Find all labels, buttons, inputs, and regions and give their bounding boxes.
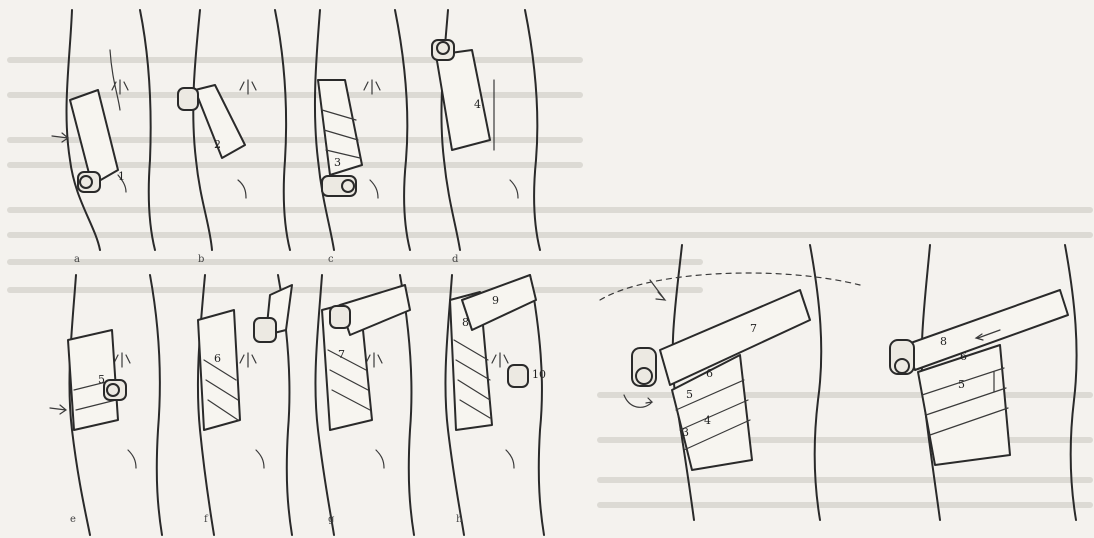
svg-text:a: a	[74, 254, 80, 265]
figure-i-number-3: 3	[682, 426, 689, 439]
svg-text:b: b	[198, 254, 204, 265]
figure-a-number: 1	[118, 170, 125, 183]
figure-j-number-5: 5	[958, 378, 965, 391]
svg-text:f: f	[204, 514, 209, 525]
svg-text:h: h	[456, 514, 463, 525]
figure-i-number-7: 7	[750, 322, 757, 335]
figure-h-number-9: 9	[492, 294, 499, 307]
figure-i-number-6: 6	[706, 367, 713, 380]
figure-b-number: 2	[214, 138, 221, 151]
svg-text:d: d	[452, 254, 459, 265]
figure-f-number: 6	[214, 352, 221, 365]
svg-text:e: e	[70, 514, 76, 525]
figure-i-number-5: 5	[686, 388, 693, 401]
figure-g: 7 g	[315, 275, 414, 535]
figure-i-number-4: 4	[704, 414, 711, 427]
figure-d-number: 4	[474, 98, 481, 111]
figure-f: 6 f	[198, 275, 292, 535]
figure-j-number-8: 8	[940, 335, 947, 348]
figure-h-number-10: 10	[532, 368, 546, 381]
figure-g-number: 7	[338, 348, 345, 361]
figure-h: 8 9 10 h	[445, 275, 546, 535]
figure-h-number-8: 8	[462, 316, 469, 329]
figure-j-number-6: 6	[960, 350, 967, 363]
svg-text:c: c	[328, 254, 334, 265]
figure-e-number: 5	[98, 373, 105, 386]
figure-c-number: 3	[334, 156, 341, 169]
figure-e: 5 e	[50, 275, 162, 535]
svg-text:g: g	[328, 514, 335, 525]
